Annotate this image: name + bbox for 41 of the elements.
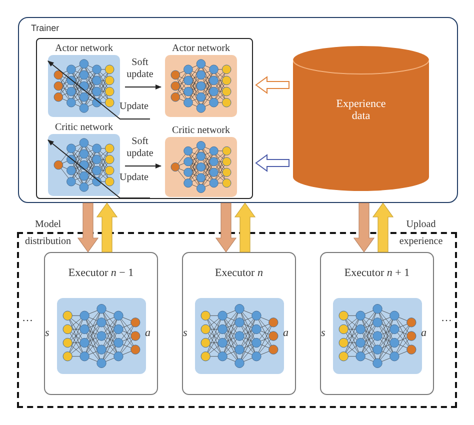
hollow-arrow [255, 76, 290, 94]
network-title: Actor network [54, 42, 114, 55]
arrow [124, 84, 162, 90]
io-symbol: s [45, 327, 50, 339]
network-title: Critic network [170, 124, 232, 137]
block-arrow [234, 202, 256, 252]
hollow-arrow [255, 154, 290, 172]
executor-card [182, 252, 296, 395]
edge-label: Upload experience [398, 218, 444, 249]
container-box [36, 38, 253, 199]
arrow [48, 60, 150, 120]
edge-label: Soft update [126, 57, 154, 81]
block-arrow [372, 202, 394, 252]
io-symbol: a [283, 327, 288, 339]
block-arrow [96, 202, 118, 252]
executor-card [44, 252, 158, 395]
ellipsis: … [22, 312, 33, 324]
dashed-region [17, 232, 457, 408]
executor-title: Executor n + 1 [343, 267, 411, 279]
edge-label: Soft update [126, 136, 154, 160]
io-symbol: s [321, 327, 326, 339]
block-arrow [215, 202, 237, 253]
cylinder-label: Experience data [335, 98, 387, 122]
io-symbol: a [421, 327, 426, 339]
block-arrow [353, 202, 375, 253]
edge-label: Model distribution [24, 218, 72, 249]
trainer-panel [18, 17, 458, 203]
io-symbol: a [145, 327, 150, 339]
ellipsis: … [441, 312, 452, 324]
panel-title: Trainer [31, 23, 60, 33]
executor-card [320, 252, 434, 395]
edge-label: Update [118, 172, 150, 184]
executor-title: Executor n [214, 267, 264, 279]
edge-label: Update [118, 101, 150, 113]
executor-title: Executor n − 1 [67, 267, 135, 279]
network-title: Critic network [54, 121, 114, 134]
arrow [124, 163, 162, 169]
block-arrow [77, 202, 99, 253]
arrow [48, 140, 150, 198]
network-title: Actor network [170, 42, 232, 55]
io-symbol: s [183, 327, 188, 339]
